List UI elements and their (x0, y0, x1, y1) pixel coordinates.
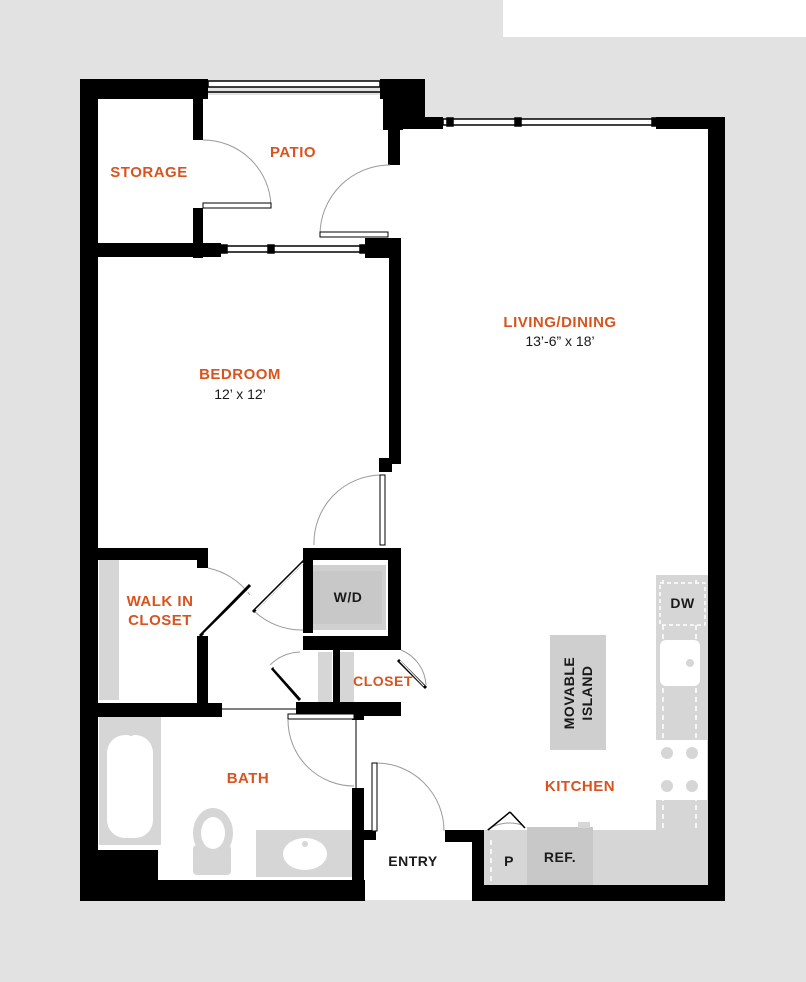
cooktop (652, 740, 707, 800)
closet-label: CLOSET (353, 673, 413, 689)
burner-icon (661, 747, 673, 759)
burner-icon (686, 780, 698, 792)
bedroom-label: BEDROOM (199, 366, 281, 383)
kitchen-counter-bottom (484, 830, 709, 885)
island-label-line2: ISLAND (579, 665, 595, 721)
living-dining-size: 13’-6” x 18’ (525, 333, 595, 349)
movable-island (550, 635, 606, 750)
wall-bottom-left (80, 880, 365, 901)
wall-right (708, 117, 725, 901)
pantry-label: P (504, 853, 514, 869)
wall-bottom-corner (98, 850, 158, 885)
wall-wd-right (388, 548, 401, 648)
wall-closet-divider (333, 648, 340, 708)
doors (198, 139, 526, 832)
washer-dryer-label: W/D (333, 589, 363, 605)
wall-top-right-stub (403, 117, 443, 129)
wall-bedroom-step (379, 458, 392, 472)
refrigerator-label: REF. (543, 849, 577, 865)
wall-entry-right (472, 830, 484, 901)
refrigerator (527, 827, 593, 885)
wall-patio-right-top (388, 125, 400, 165)
background-notch (503, 0, 806, 37)
wall-entry-left (352, 788, 364, 901)
burner-icon (661, 780, 673, 792)
vanity-sink (283, 838, 327, 870)
closet-shelf-right (340, 652, 354, 702)
fridge-handle (578, 822, 590, 828)
walk-in-label-line1: WALK IN (126, 593, 194, 610)
wall-left (80, 79, 98, 901)
wall-closet-right-top (197, 548, 208, 568)
bedroom-size: 12’ x 12’ (214, 386, 266, 402)
wall-bottom-right (472, 885, 725, 901)
dishwasher-label: DW (670, 595, 695, 611)
sink-faucet (686, 659, 694, 667)
walk-in-closet-label: WALK IN CLOSET (112, 592, 208, 630)
windows (207, 80, 659, 254)
storage-label: STORAGE (110, 164, 188, 181)
patio-label: PATIO (269, 144, 317, 161)
wall-wd-left (303, 548, 313, 633)
wall-bedroom-living (389, 238, 401, 464)
tub-faucet (127, 728, 135, 736)
wall-storage-patio-bottom (193, 208, 203, 258)
wall-wd-bottom (303, 636, 401, 650)
kitchen-label: KITCHEN (544, 778, 616, 795)
bathtub-basin (107, 735, 153, 838)
dishwasher (659, 582, 706, 626)
wall-bath-top (98, 703, 222, 717)
wall-closet-right-bottom (197, 636, 208, 716)
island-label: MOVABLE ISLAND (560, 643, 596, 743)
island-label-line1: MOVABLE (561, 656, 577, 730)
living-dining-label: LIVING/DINING (503, 314, 617, 331)
wall-top-left (80, 79, 208, 99)
wall-closet-bottom (296, 702, 401, 716)
wall-top-right (656, 117, 725, 129)
toilet-seat (201, 817, 225, 849)
kitchen-sink (660, 640, 700, 686)
wall-closet-top (98, 548, 208, 560)
wall-storage-bottom (98, 243, 221, 257)
fixtures (99, 560, 709, 885)
bath-label: BATH (226, 770, 270, 787)
washer-dryer-inner (312, 571, 382, 624)
wall-bath-right-top (352, 702, 364, 720)
closet-shelf-left (318, 652, 332, 702)
wall-wd-top (303, 548, 401, 560)
walls (80, 79, 725, 901)
wall-entry-left-stub (364, 830, 376, 840)
wall-entry-stub (445, 830, 484, 842)
vanity-faucet (302, 841, 308, 847)
walk-in-label-line2: CLOSET (128, 612, 192, 629)
burner-icon (686, 747, 698, 759)
wall-storage-patio-top (193, 95, 203, 140)
closet-shelf-walk-in (99, 560, 119, 700)
entry-label: ENTRY (388, 853, 438, 869)
